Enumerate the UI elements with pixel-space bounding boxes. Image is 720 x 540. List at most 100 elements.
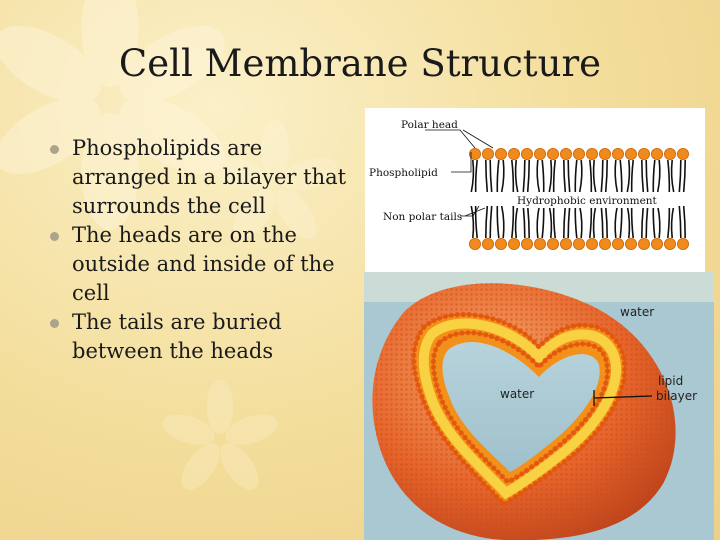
phospholipid-tail (552, 159, 556, 193)
membrane-head-dot (522, 487, 528, 493)
phospholipid-head (520, 237, 533, 250)
membrane-head-dot (462, 434, 468, 440)
membrane-head-dot (421, 399, 427, 405)
phospholipid-tail (670, 205, 675, 239)
phospholipid-tail (574, 159, 578, 193)
membrane-head-dot (411, 364, 417, 371)
phospholipid-tail (574, 205, 578, 239)
membrane-head-dot (603, 416, 609, 422)
membrane-head-dot (504, 478, 510, 484)
phospholipid-tail (489, 159, 493, 193)
phospholipid-tail (604, 159, 608, 193)
membrane-head-dot (552, 466, 558, 472)
phospholipid-head (611, 148, 624, 161)
membrane-head-dot (535, 343, 541, 349)
membrane-head-dot (469, 467, 475, 474)
phospholipid-tail (470, 159, 475, 193)
phospholipid-tail (626, 205, 631, 239)
membrane-head-dot (579, 443, 586, 449)
membrane-head-dot (449, 445, 455, 451)
membrane-head-dot (559, 327, 565, 333)
membrane-head-dot (512, 325, 518, 331)
membrane-head-dot (417, 330, 423, 336)
membrane-head-dot (448, 312, 454, 318)
phospholipid-tail (682, 205, 686, 239)
membrane-head-dot (552, 350, 558, 356)
membrane-head-dot (466, 439, 472, 445)
membrane-head-dot (594, 324, 600, 330)
membrane-head-dot (603, 356, 609, 362)
membrane-head-dot (605, 330, 611, 336)
inner-cavity (442, 342, 600, 472)
phospholipid-tail (536, 159, 541, 193)
membrane-head-dot (510, 343, 516, 349)
nonpolar-tails-label: Non polar tails (383, 211, 462, 223)
membrane-head-dot (465, 463, 471, 469)
bilayer-diagram: Polar head Phospholipid Non polar tails … (365, 108, 705, 274)
membrane-head-dot (445, 410, 451, 416)
membrane-head-dot (592, 430, 598, 436)
membrane-head-dot (529, 464, 535, 470)
membrane-head-dot (460, 311, 466, 317)
membrane-head-dot (548, 449, 554, 455)
membrane-head-dot (514, 474, 520, 480)
phospholipid-head (533, 148, 546, 161)
membrane-head-dot (603, 380, 609, 386)
membrane-head-dot (522, 331, 528, 337)
membrane-head-dot (491, 465, 497, 471)
phospholipid-tail (522, 205, 526, 239)
phospholipid-tail (522, 159, 526, 193)
phospholipid-tail (567, 205, 571, 239)
polar-head-label: Polar head (401, 119, 458, 131)
membrane-head-dot (413, 376, 420, 382)
membrane-head-dot (621, 360, 627, 366)
membrane-head-dot (441, 436, 447, 442)
phospholipid-tail (474, 205, 478, 239)
membrane-head-dot (448, 415, 454, 421)
membrane-head-dot (570, 430, 576, 436)
membrane-head-dot (575, 425, 581, 432)
phospholipid-tail (563, 159, 567, 193)
membrane-tail-layer (418, 318, 621, 500)
phospholipid-head (546, 148, 559, 161)
membrane-head-dot (570, 451, 577, 457)
phospholipid-tail (600, 159, 604, 193)
membrane-head-dot (451, 420, 457, 426)
phospholipid-tail (514, 159, 519, 193)
hydrophobic-label-bg (515, 192, 677, 208)
membrane-head-dot (455, 425, 461, 431)
membrane-head-dot (612, 401, 618, 407)
membrane-head-dot (435, 341, 441, 347)
phospholipid-head (520, 148, 533, 161)
membrane-head-dot (431, 352, 437, 358)
membrane-head-dot (556, 463, 562, 469)
membrane-head-dot (435, 426, 441, 432)
phospholipid-tail (667, 159, 671, 193)
membrane-head-dot (412, 370, 418, 376)
phospholipid-head (663, 148, 676, 161)
membrane-head-dot (411, 358, 417, 365)
membrane-head-dots (411, 311, 628, 506)
phospholipid-tail (489, 205, 493, 239)
membrane-head-dot (442, 336, 448, 342)
membrane-head-dot (507, 497, 513, 503)
phospholipid-tail (474, 159, 478, 193)
membrane-head-dot (548, 332, 555, 339)
phospholipid-tail (670, 159, 675, 193)
membrane-head-dot (600, 351, 606, 357)
membrane-head-dot (520, 350, 526, 356)
membrane-head-dot (527, 484, 533, 490)
phospholipid-tail (578, 205, 583, 239)
membrane-head-dot (498, 498, 504, 504)
membrane-head-dot (482, 457, 488, 463)
membrane-head-dot (547, 470, 553, 476)
membrane-head-dot (413, 341, 419, 347)
phospholipid-tail (536, 205, 541, 239)
phospholipid-tail (592, 159, 597, 193)
membrane-head-dot (428, 415, 435, 421)
membrane-head-dot (431, 318, 437, 324)
phospholipid-tails (470, 159, 686, 239)
membrane-head-dot (582, 322, 588, 328)
membrane-head-dot (606, 411, 612, 417)
membrane-head-dot (586, 341, 592, 347)
